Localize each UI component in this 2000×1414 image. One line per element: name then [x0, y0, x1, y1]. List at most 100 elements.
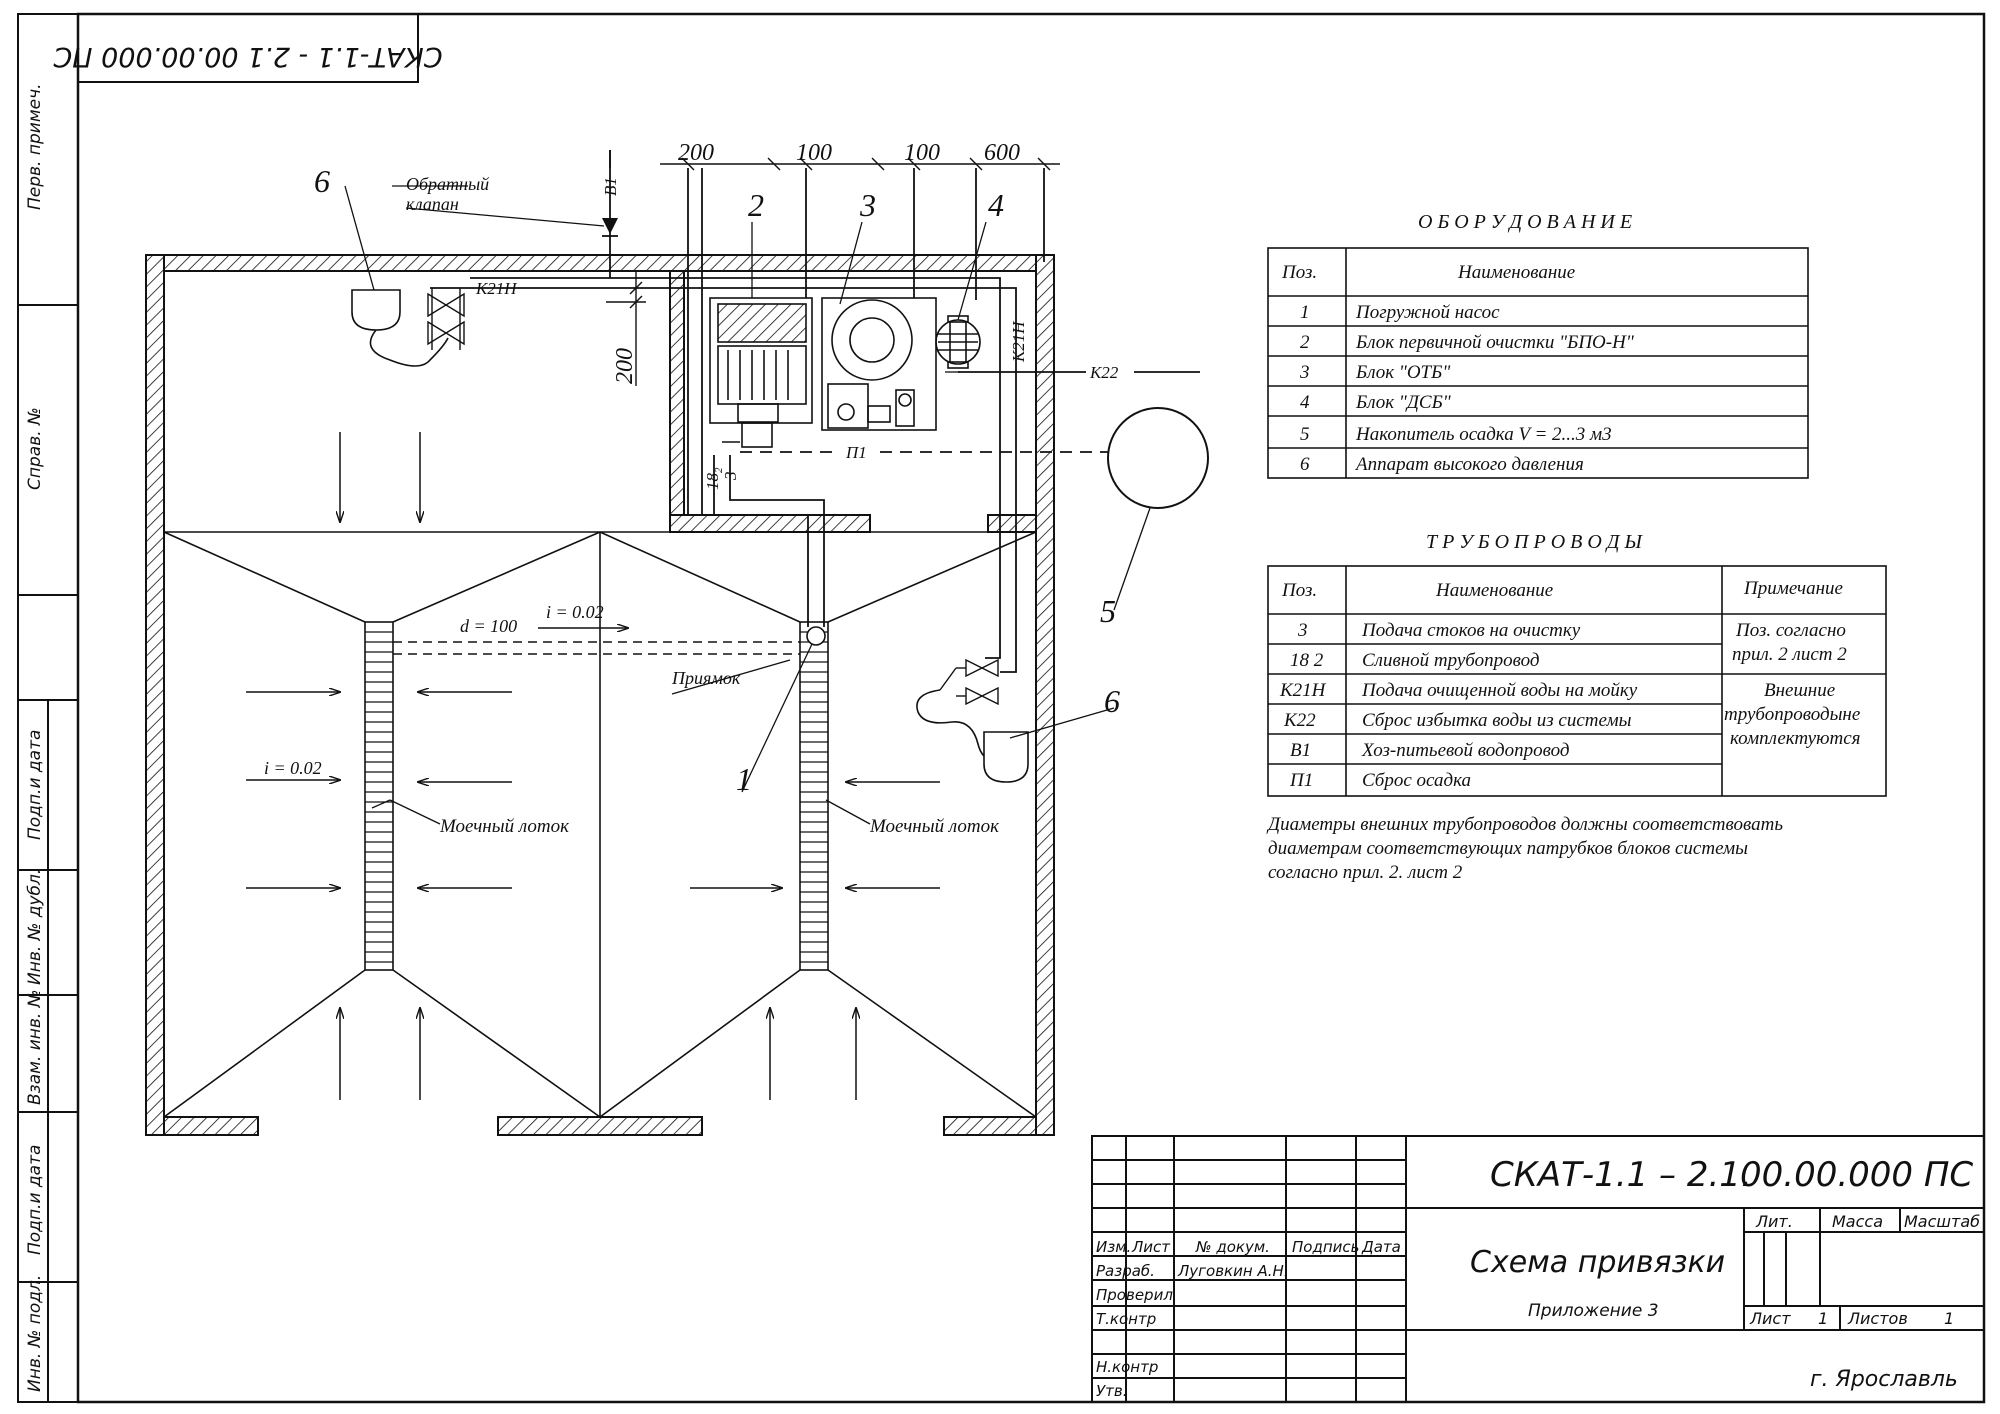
- pipelines-note-b3: комплектуются: [1730, 728, 1860, 749]
- tb-nkontr: Н.контр: [1096, 1358, 1158, 1376]
- pipelines-row-pos: 18 2: [1290, 650, 1324, 671]
- pipelines-row-pos: К21Н: [1279, 680, 1327, 701]
- pipelines-note-b1: Внешние: [1764, 680, 1835, 701]
- pipelines-note-a1: Поз. согласно: [1735, 620, 1846, 641]
- pipelines-row-name: Сливной трубопровод: [1362, 650, 1539, 671]
- label-slope-top: i = 0.02: [546, 602, 604, 622]
- valves-top: [427, 288, 465, 350]
- tb-sign: Подпись: [1292, 1238, 1359, 1256]
- tb-razrab-name: Луговкин А.Н.: [1177, 1262, 1289, 1280]
- pipelines-header-note: Примечание: [1743, 578, 1843, 599]
- check-valve-label-2: клапан: [406, 194, 459, 214]
- label-slope-left: i = 0.02: [264, 758, 322, 778]
- label-k21n-vertical: К21Н: [1009, 320, 1028, 363]
- tb-sheet-label: Лист: [1749, 1309, 1791, 1328]
- pipelines-internal: [430, 150, 1200, 673]
- trough-grate-right: [800, 631, 828, 963]
- equipment-row-name: Погружной насос: [1355, 302, 1500, 323]
- pipelines-table: [1267, 565, 1887, 797]
- pipelines-row-name: Подача стоков на очистку: [1361, 620, 1581, 641]
- equipment-row-pos: 4: [1300, 392, 1310, 413]
- footnote-line-1: Диаметры внешних трубопроводов должны со…: [1266, 814, 1783, 835]
- leader-lines: [344, 185, 1151, 825]
- label-pipe-d100: d = 100: [460, 616, 517, 636]
- pipelines-header-pos: Поз.: [1281, 580, 1317, 601]
- label-3: 3: [721, 472, 740, 482]
- pipelines-row-pos: П1: [1289, 770, 1313, 791]
- callout-6-right: 6: [1104, 683, 1120, 719]
- drawing-title: Схема привязки: [1470, 1245, 1725, 1280]
- side-label-vzam: Взам. инв. №: [25, 990, 45, 1105]
- pipelines-row-pos: В1: [1290, 740, 1311, 761]
- dim-200-vertical: 200: [612, 348, 638, 384]
- valves-right: [939, 658, 999, 706]
- pipelines-row-pos: 3: [1297, 620, 1308, 641]
- tb-sheets-label: Листов: [1847, 1309, 1908, 1328]
- pipelines-note-a2: прил. 2 лист 2: [1732, 644, 1847, 665]
- title-code: СКАТ-1.1 – 2.1.: [1490, 1155, 1752, 1195]
- pipelines-row-name: Сброс осадка: [1362, 770, 1471, 791]
- pipelines-row-pos: К22: [1283, 710, 1316, 731]
- pipelines-title: Т Р У Б О П Р О В О Д Ы: [1426, 531, 1644, 553]
- pit-circle: [806, 626, 826, 646]
- callout-3: 3: [859, 187, 876, 223]
- dim-100-a: 100: [796, 140, 832, 166]
- footnote-line-3: согласно прил. 2. лист 2: [1268, 862, 1463, 883]
- label-trough-right: Моечный лоток: [869, 816, 1000, 837]
- dim-100-b: 100: [904, 140, 940, 166]
- side-label-inv-podl: Инв. № подл.: [25, 1275, 45, 1392]
- title-code-number: 00.00.000 ПС: [1740, 1155, 1973, 1195]
- label-trough-left: Моечный лоток: [439, 816, 570, 837]
- dim-200-top: 200: [678, 140, 714, 166]
- trough-grate-left: [365, 631, 393, 963]
- pipelines-row-name: Подача очищенной воды на мойку: [1361, 680, 1638, 701]
- equipment-row-pos: 6: [1300, 454, 1310, 475]
- tb-razrab: Разраб.: [1096, 1262, 1155, 1280]
- side-label-perv: Перв. примеч.: [25, 83, 45, 210]
- tb-sheet-num: 1: [1818, 1309, 1828, 1328]
- tb-list: Лист: [1131, 1238, 1171, 1256]
- equipment-row-pos: 1: [1300, 302, 1310, 323]
- pipelines-note-b2: трубопроводыне: [1724, 704, 1860, 725]
- callout-1: 1: [736, 761, 752, 797]
- drain-pipe-d100: [393, 641, 800, 655]
- label-pit: Приямок: [671, 668, 741, 688]
- tb-lit: Лит.: [1755, 1212, 1793, 1231]
- label-k22: К22: [1089, 363, 1119, 382]
- pipelines-row-name: Сброс избытка воды из системы: [1362, 710, 1632, 731]
- equipment-row-pos: 3: [1299, 362, 1310, 383]
- side-label-sprav: Справ. №: [25, 407, 45, 490]
- tb-date: Дата: [1361, 1238, 1401, 1256]
- callout-2: 2: [748, 187, 764, 223]
- label-p1: П1: [845, 443, 867, 462]
- side-label-podp-1: Подп.и дата: [25, 730, 45, 840]
- label-v1: В1: [601, 177, 620, 196]
- equipment-header-pos: Поз.: [1281, 262, 1317, 283]
- side-stamp: [18, 304, 78, 1402]
- equipment-row-name: Блок "ОТБ": [1355, 362, 1451, 383]
- label-18: 182: [703, 467, 725, 490]
- tb-city: г. Ярославль: [1810, 1367, 1958, 1392]
- title-block: [1091, 1135, 1985, 1403]
- side-label-podp-2: Подп.и дата: [25, 1145, 45, 1255]
- check-valve: [602, 150, 618, 237]
- footnote-line-2: диаметрам соответствующих патрубков блок…: [1268, 838, 1748, 859]
- label-k21n-horizontal: К21Н: [475, 279, 518, 298]
- equipment-table: [1267, 247, 1809, 479]
- check-valve-label-1: Обратный: [406, 174, 489, 194]
- building-walls: [145, 254, 1055, 1136]
- pipelines-row-name: Хоз-питьевой водопровод: [1361, 740, 1569, 761]
- tb-tkontr: Т.контр: [1096, 1310, 1156, 1328]
- tb-masshtab: Масштаб: [1904, 1212, 1980, 1231]
- equipment-header-name: Наименование: [1457, 262, 1575, 283]
- equipment-row-name: Блок "ДСБ": [1355, 392, 1452, 413]
- equipment-row-name: Накопитель осадка V = 2...3 м3: [1355, 424, 1612, 445]
- tb-massa: Масса: [1832, 1212, 1883, 1231]
- equipment-title: О Б О Р У Д О В А Н И Е: [1418, 211, 1632, 233]
- tb-izm: Изм.: [1096, 1238, 1131, 1256]
- tb-sheets-num: 1: [1944, 1309, 1954, 1328]
- dimension-chain: [606, 157, 1060, 386]
- block-bpo-n: [709, 297, 813, 448]
- equipment-row-pos: 2: [1300, 332, 1310, 353]
